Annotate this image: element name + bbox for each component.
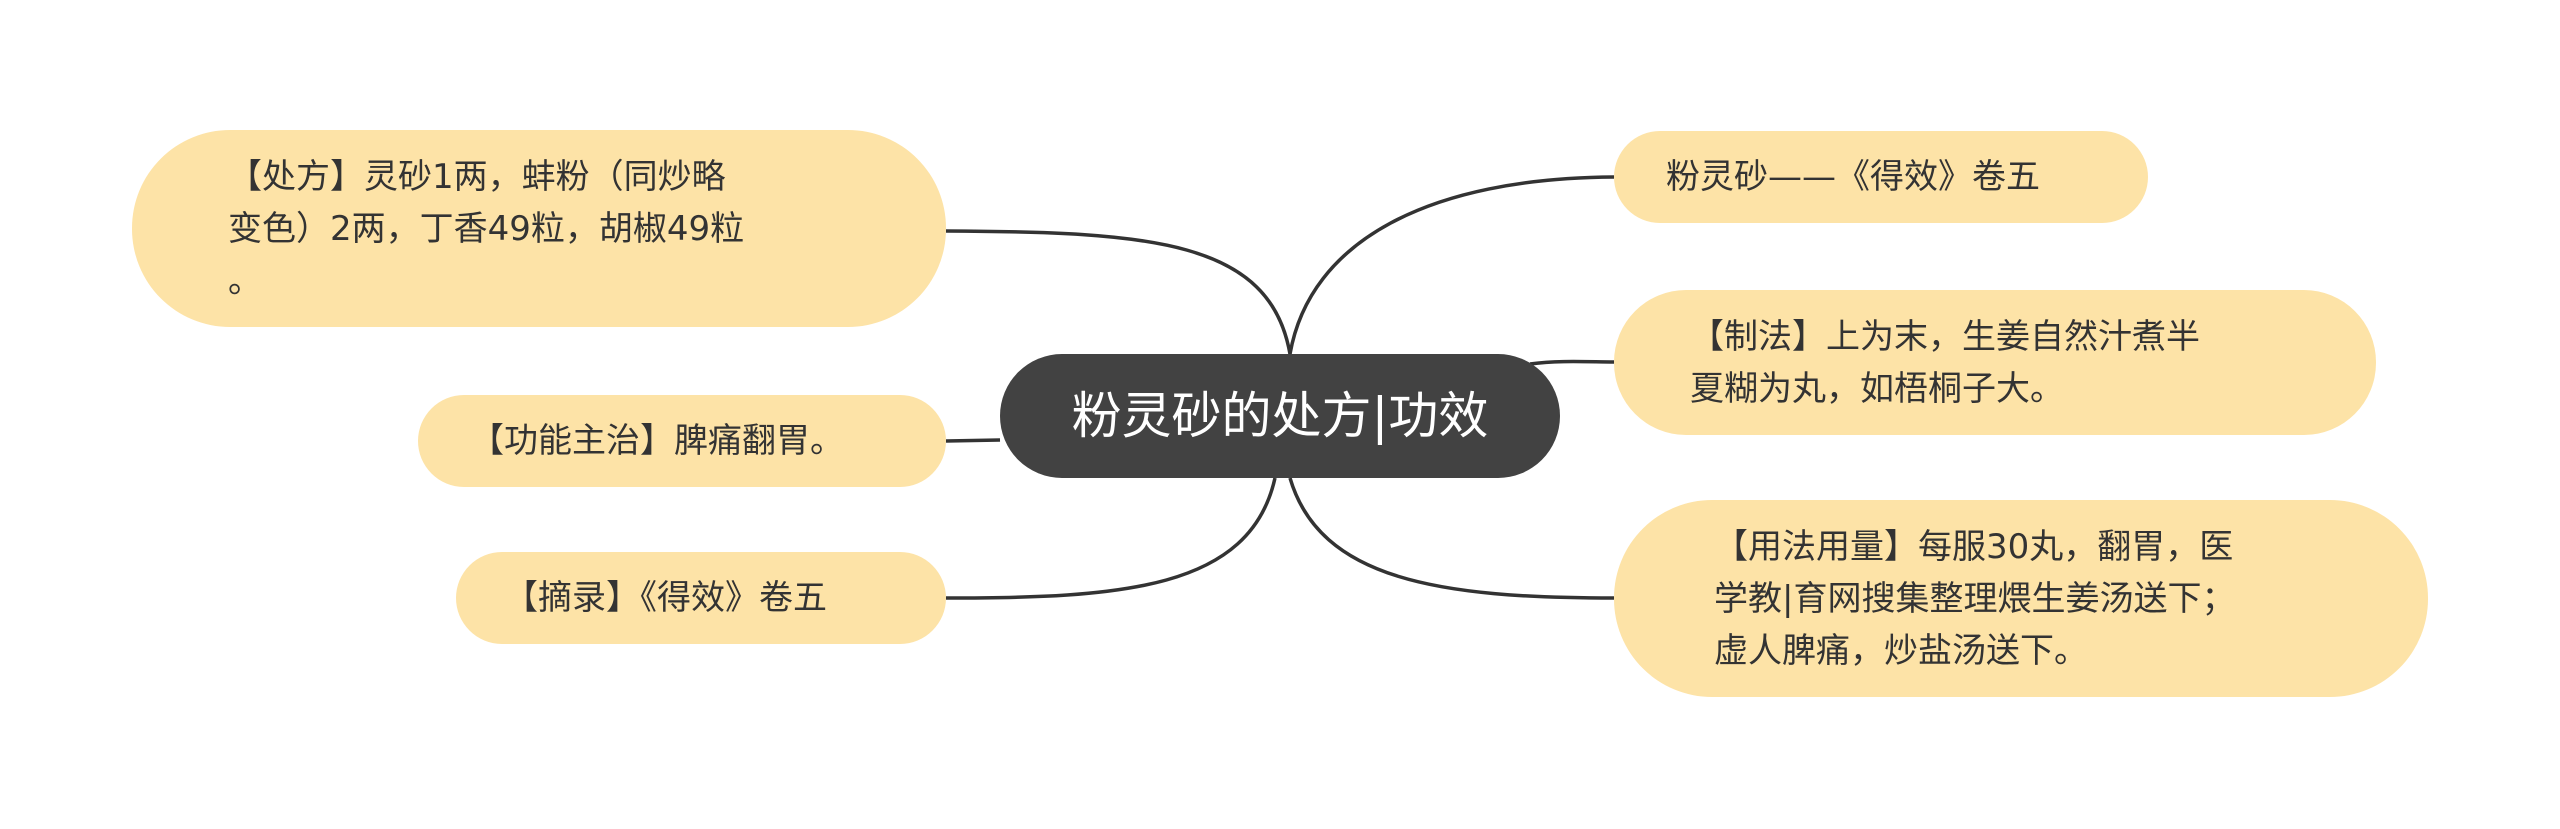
connector-prescription [945, 229, 1292, 355]
connector-source [1288, 175, 1615, 355]
branch-prescription[interactable]: 【处方】灵砂1两，蚌粉（同炒略 变色）2两，丁香49粒，胡椒49粒 。 [132, 130, 946, 327]
branch-excerpt[interactable]: 【摘录】《得效》卷五 [456, 552, 946, 644]
branch-method[interactable]: 【制法】上为末，生姜自然汁煮半 夏糊为丸，如梧桐子大。 [1614, 290, 2376, 435]
branch-usage-text: 【用法用量】每服30丸，翻胃，医 学教|育网搜集整理煨生姜汤送下； 虚人脾痛，炒… [1714, 526, 2236, 671]
branch-method-text: 【制法】上为末，生姜自然汁煮半 夏糊为丸，如梧桐子大。 [1690, 316, 2200, 409]
branch-prescription-text: 【处方】灵砂1两，蚌粉（同炒略 变色）2两，丁香49粒，胡椒49粒 。 [228, 156, 745, 301]
central-topic[interactable]: 粉灵砂的处方|功效 [1000, 354, 1560, 478]
connector-method [1529, 359, 1615, 366]
connector-excerpt [945, 477, 1277, 600]
branch-excerpt-text: 【摘录】《得效》卷五 [504, 578, 827, 618]
branch-indications[interactable]: 【功能主治】脾痛翻胃。 [418, 395, 946, 487]
branch-source[interactable]: 粉灵砂——《得效》卷五 [1614, 131, 2148, 223]
connector-usage [1288, 477, 1615, 600]
branch-usage[interactable]: 【用法用量】每服30丸，翻胃，医 学教|育网搜集整理煨生姜汤送下； 虚人脾痛，炒… [1614, 500, 2428, 697]
branch-source-text: 粉灵砂——《得效》卷五 [1666, 157, 2040, 197]
branch-indications-text: 【功能主治】脾痛翻胃。 [470, 421, 844, 461]
central-topic-title: 粉灵砂的处方|功效 [1071, 387, 1489, 445]
connector-indications [945, 438, 1001, 443]
